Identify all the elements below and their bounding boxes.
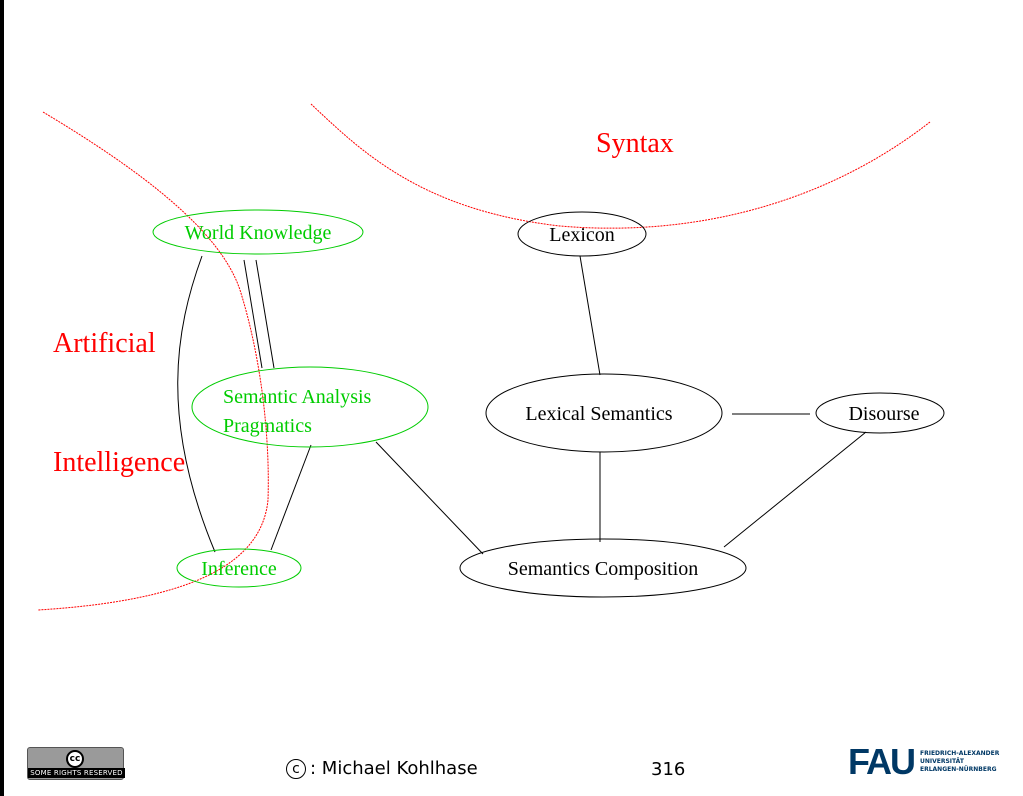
node-lexicon: Lexicon (517, 211, 647, 257)
node-semantic-analysis: Semantic Analysis Pragmatics (191, 366, 429, 448)
fau-logo-text: FRIEDRICH-ALEXANDER UNIVERSITÄT ERLANGEN… (920, 750, 999, 774)
creative-commons-badge[interactable]: cc SOME RIGHTS RESERVED (27, 747, 125, 780)
node-disourse: Disourse (815, 392, 945, 434)
edge-semantic-analysis-composition (375, 441, 484, 555)
node-semantics-composition: Semantics Composition (459, 538, 747, 598)
fau-logo-mark: FAU (848, 741, 916, 782)
region-label-artificial: Artificial (53, 328, 156, 359)
node-inference: Inference (176, 548, 302, 588)
node-world-knowledge-label: World Knowledge (185, 222, 332, 244)
page-number: 316 (651, 759, 686, 780)
copyright-text: : Michael Kohlhase (310, 758, 478, 779)
node-lexicon-label: Lexicon (549, 224, 615, 246)
node-world-knowledge: World Knowledge (152, 209, 364, 255)
fau-logo-line-1: FRIEDRICH-ALEXANDER (920, 750, 1000, 757)
edge-lexicon-lexical-semantics (579, 255, 601, 376)
node-inference-label: Inference (201, 558, 277, 580)
cc-badge-text: SOME RIGHTS RESERVED (28, 768, 125, 778)
edge-world-knowledge-inference (177, 255, 216, 553)
fau-logo-line-2: UNIVERSITÄT (920, 758, 964, 765)
slide-footer: cc SOME RIGHTS RESERVED c : Michael Kohl… (0, 730, 1023, 796)
nlu-diagram: World Knowledge Lexicon Semantic Analysi… (37, 103, 945, 611)
node-semantic-analysis-label-2: Pragmatics (223, 415, 312, 437)
copyright-icon: c (286, 758, 306, 779)
edge-world-knowledge-semantic-analysis-a (243, 259, 263, 369)
node-lexical-semantics: Lexical Semantics (485, 373, 723, 453)
node-semantic-analysis-label-1: Semantic Analysis (223, 386, 372, 408)
left-margin-rule (0, 0, 4, 796)
region-label-syntax: Syntax (596, 128, 674, 159)
edge-disourse-composition (723, 431, 867, 548)
node-lexical-semantics-label: Lexical Semantics (525, 403, 672, 425)
fau-logo-line-3: ERLANGEN-NÜRNBERG (920, 766, 997, 773)
node-disourse-label: Disourse (848, 403, 919, 425)
node-semantics-composition-label: Semantics Composition (508, 558, 699, 580)
fau-logo: FAU FRIEDRICH-ALEXANDER UNIVERSITÄT ERLA… (848, 741, 999, 782)
ai-boundary-curve (37, 111, 269, 611)
region-label-intelligence: Intelligence (53, 447, 185, 478)
edge-semantic-analysis-inference (270, 444, 312, 551)
syntax-boundary-curve (310, 103, 931, 229)
copyright-notice: c : Michael Kohlhase (286, 758, 478, 779)
edge-world-knowledge-semantic-analysis-b (255, 259, 275, 369)
cc-icon: cc (66, 750, 84, 768)
